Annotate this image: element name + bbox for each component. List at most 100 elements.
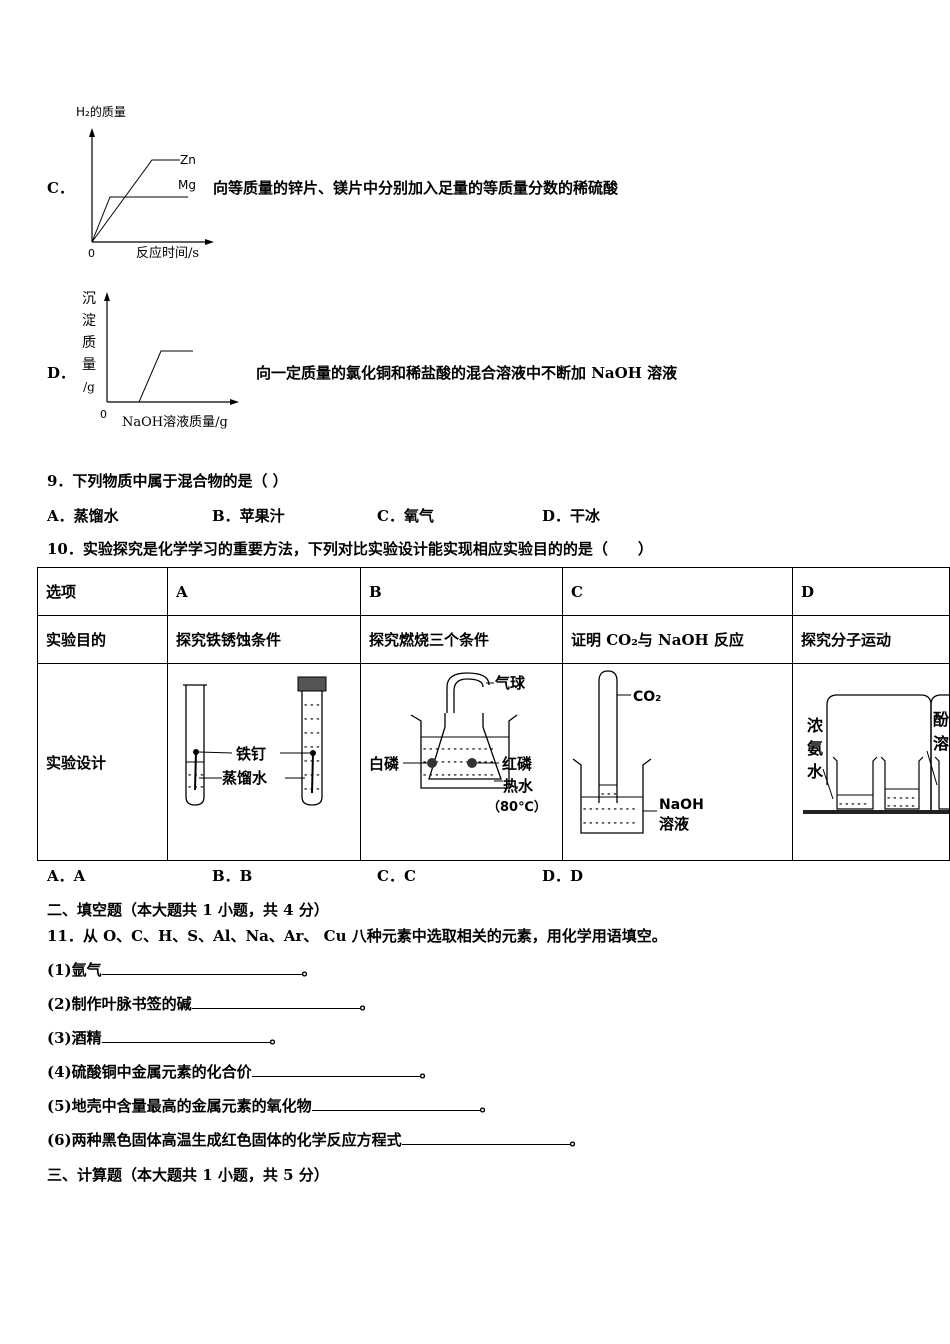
label-conc-2: 氨 [807,739,823,758]
label-hot-water: 热水 [503,777,534,795]
base-plate [803,809,949,814]
molecule-motion-diagram: - - - - - - - - - - - - - - - 浓 氨 水 酚 溶 [803,693,949,814]
design-a-cell: - - - - - - - - - - - - - - - - - - - - … [167,663,361,861]
graph-c-y-label: H₂的质量 [76,104,126,119]
answer-blank-3[interactable] [101,1028,270,1043]
header-c: C [562,567,793,616]
option-d-label: D． [47,364,76,382]
h2-mass-graph: H₂的质量 Zn Mg 0 [76,104,214,260]
fill-item-1: (1)氩气。 [47,960,317,979]
svg-text:- - - - - - - - -: - - - - - - - - - [583,804,635,813]
fill-item-3: (3)酒精。 [47,1028,285,1047]
fill-item-4: (4)硫酸铜中金属元素的化合价。 [47,1062,435,1081]
section-2-heading: 二、填空题（本大题共 1 小题，共 4 分） [47,901,329,919]
fill-item-5: (5)地壳中含量最高的金属元素的氧化物。 [47,1096,495,1115]
question-11-stem: 11．从 O、C、H、S、Al、Na、Ar、 Cu 八种元素中选取相关的元素，用… [47,927,667,945]
combustion-diagram: 气球 - - - - - - - - - - - - - - - - - - -… [369,671,547,815]
graph-d-y-label: 沉 淀 质 量 /g [82,291,96,394]
answer-blank-2[interactable] [191,994,360,1009]
q9-option-c: C．氧气 [377,507,434,525]
svg-text:- - - - -: - - - - - [887,793,915,802]
svg-text:- - -: - - - [601,789,617,798]
graph-d-x-label: NaOH溶液质量/g [122,415,228,430]
label-conc-3: 水 [807,762,824,781]
label-phenol-1: 酚 [933,710,949,729]
design-c-cell: CO₂ - - - - - - - - - - - - - - - - - - … [562,663,793,861]
svg-text:- - - - - - - - - - - -: - - - - - - - - - - - - [423,744,493,753]
q9-option-a: A．蒸馏水 [47,507,119,525]
svg-text:- - - - - - - - - - - -: - - - - - - - - - - - - [423,757,493,766]
label-solution: 溶液 [659,815,690,833]
design-label: 实验设计 [37,663,168,861]
precipitate-line [107,350,193,403]
answer-blank-1[interactable] [101,960,302,975]
svg-text:- - -: - - - [304,714,320,723]
precipitate-mass-graph: 0 [100,292,239,421]
header-d: D [792,567,950,616]
co2-naoh-diagram: CO₂ - - - - - - - - - - - - - - - - - - … [572,669,704,834]
table-purpose-row: 实验目的 探究铁锈蚀条件 探究燃烧三个条件 证明 CO₂与 NaOH 反应 探究… [37,615,950,664]
fill-item-2: (2)制作叶脉书签的碱。 [47,994,375,1013]
mg-label: Mg [178,178,196,192]
svg-text:- - -: - - - [304,700,320,709]
svg-text:- - - - -: - - - - - [887,801,915,810]
zn-line [91,159,180,243]
experiment-table: 选项 A B C D 实验目的 探究铁锈蚀条件 探究燃烧三个条件 证明 CO₂与… [37,567,950,861]
svg-text:- - -: - - - [304,756,320,765]
header-option: 选项 [37,567,168,616]
zn-label: Zn [180,153,196,167]
header-a: A [167,567,361,616]
option-d-text: 向一定质量的氯化铜和稀盐酸的混合溶液中不断加 NaOH 溶液 [256,364,678,382]
question-10-stem: 10．实验探究是化学学习的重要方法，下列对比实验设计能实现相应实验目的的是（ ） [47,540,653,558]
option-c-label: C． [47,179,74,197]
purpose-a: 探究铁锈蚀条件 [167,615,361,664]
table-design-row: 实验设计 - - - - - - - - - - - - - - - - - -… [37,663,950,861]
label-balloon: 气球 [494,674,526,692]
graph-c-x-label: 反应时间/s [136,246,200,261]
q10-option-d: D．D [542,867,584,885]
rust-test-tubes-diagram: - - - - - - - - - - - - - - - - - - - - … [183,676,327,806]
fill-item-6: (6)两种黑色固体高温生成红色固体的化学反应方程式。 [47,1130,585,1149]
mg-line [91,196,188,243]
q10-option-c: C．C [377,867,416,885]
purpose-label: 实验目的 [37,615,168,664]
label-temperature: （80℃） [487,799,547,815]
design-b-cell: 气球 - - - - - - - - - - - - - - - - - - -… [360,663,563,861]
question-9-stem: 9．下列物质中属于混合物的是（ ） [47,472,288,490]
label-phenol-2: 溶 [933,734,949,753]
answer-blank-4[interactable] [251,1062,420,1077]
svg-text:- - -: - - - [304,728,320,737]
q10-option-a: A．A [47,867,86,885]
label-co2: CO₂ [633,689,661,705]
iron-nail-right [311,752,314,793]
answer-blank-5[interactable] [311,1096,480,1111]
svg-text:- - - - - - - - - - - -: - - - - - - - - - - - - [423,770,493,779]
iron-nail-left [194,751,197,790]
graph-d-origin: 0 [100,408,107,421]
label-red-phosphorus: 红磷 [502,755,533,773]
section-3-heading: 三、计算题（本大题共 1 小题，共 5 分） [47,1166,329,1184]
design-d-cell: - - - - - - - - - - - - - - - 浓 氨 水 酚 溶 [792,663,950,861]
header-b: B [360,567,563,616]
white-phosphorus [427,757,437,768]
label-conc-1: 浓 [807,716,824,735]
svg-text:- - - - -: - - - - - [839,799,867,808]
q10-option-b: B．B [212,867,253,885]
purpose-b: 探究燃烧三个条件 [360,615,563,664]
label-iron-nail: 铁钉 [236,745,266,763]
svg-text:- - -: - - - [304,742,320,751]
red-phosphorus [467,757,477,768]
label-white-phosphorus: 白磷 [369,755,400,773]
label-distilled-water: 蒸馏水 [222,769,268,787]
table-header-row: 选项 A B C D [37,567,950,616]
answer-blank-6[interactable] [401,1130,570,1145]
q9-option-b: B．苹果汁 [212,507,285,525]
label-naoh: NaOH [659,797,704,813]
stopper [297,676,327,691]
purpose-c: 证明 CO₂与 NaOH 反应 [562,615,793,664]
purpose-d: 探究分子运动 [792,615,950,664]
q9-option-d: D．干冰 [542,507,601,525]
option-c-text: 向等质量的锌片、镁片中分别加入足量的等质量分数的稀硫酸 [213,179,619,197]
graph-c-origin: 0 [88,247,95,260]
svg-text:- - - - - - - - -: - - - - - - - - - [583,818,635,827]
